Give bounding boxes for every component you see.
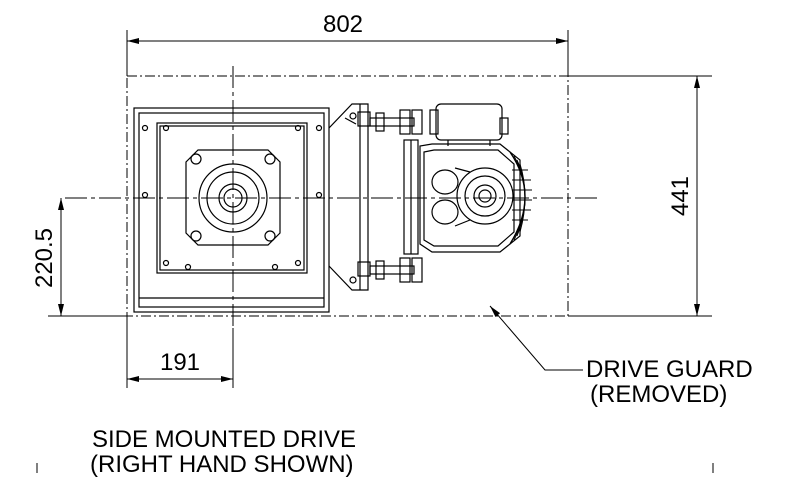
drive-guard-callout: DRIVE GUARD (REMOVED) (586, 357, 753, 407)
drive-guard-leader (489, 305, 583, 371)
housing (133, 107, 330, 313)
drawing-caption-line2: (RIGHT HAND SHOWN) (90, 451, 354, 478)
drive-guard-callout-line2: (REMOVED) (590, 381, 728, 408)
gearbox-plate (403, 139, 419, 255)
drawing-caption: SIDE MOUNTED DRIVE (RIGHT HAND SHOWN) (90, 426, 357, 478)
terminal-box (429, 103, 509, 146)
dimension-shaft-offset: 191 (126, 316, 234, 388)
centerlines (65, 66, 598, 328)
tie-rods (369, 109, 423, 283)
drive-guard-callout-line1: DRIVE GUARD (586, 356, 753, 383)
border-ticks (36, 463, 714, 473)
dimension-overall-height-label: 441 (667, 176, 694, 216)
drive-guard-outline (126, 75, 569, 317)
dimension-overall-height: 441 (568, 75, 712, 317)
housing-bolts (141, 124, 323, 271)
dimension-overall-width-label: 802 (323, 11, 363, 38)
drawing-caption-line1: SIDE MOUNTED DRIVE (92, 426, 357, 453)
torque-arm (328, 103, 371, 291)
motor-fan-cover (509, 151, 532, 245)
dimension-half-height-label: 220.5 (31, 228, 58, 288)
dimension-shaft-offset-label: 191 (160, 349, 200, 376)
dimension-half-height: 220.5 (31, 198, 127, 317)
dimension-overall-width: 802 (126, 11, 569, 76)
bearing-flange (185, 149, 281, 246)
gearbox (419, 143, 521, 253)
